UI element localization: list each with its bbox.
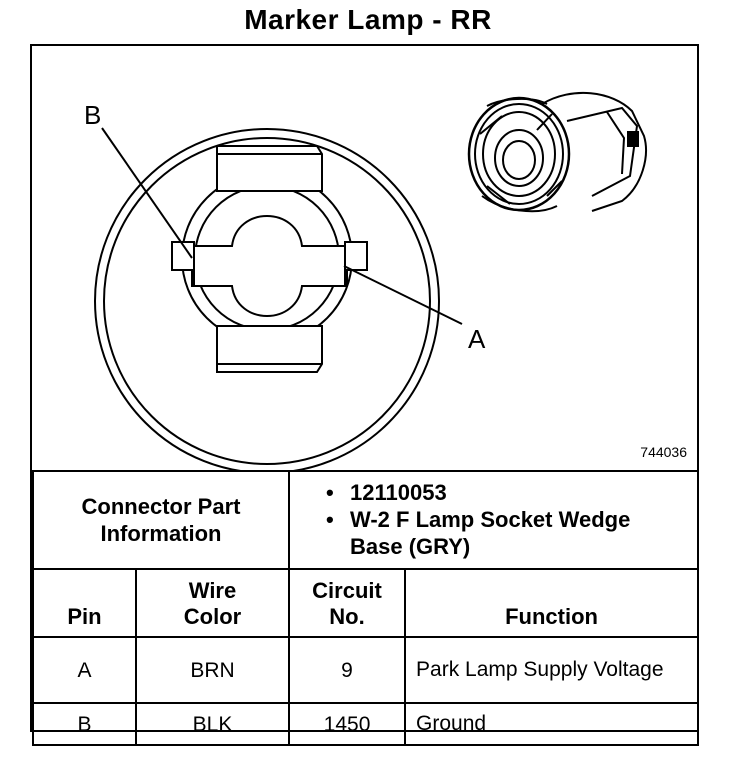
terminal-a: [344, 241, 368, 271]
connector-info-row: Connector Part Information 12110053 W-2 …: [31, 470, 700, 570]
wedge-slot: [191, 215, 348, 317]
leader-line-a: [343, 265, 463, 325]
connector-table: Connector Part Information 12110053 W-2 …: [31, 470, 700, 746]
label-a: A: [468, 324, 486, 354]
header-circuit-text: Circuit No.: [312, 578, 382, 629]
connector-card: B A 744036 Connector Part Information 12…: [30, 44, 700, 746]
row-b-function: Ground: [404, 702, 700, 746]
connector-info-values: 12110053 W-2 F Lamp Socket Wedge Base (G…: [288, 470, 700, 570]
table-row: A BRN 9 Park Lamp Supply Voltage: [32, 636, 700, 704]
leader-line-b: [101, 127, 193, 259]
header-wire-color: Wire Color: [134, 568, 291, 638]
header-function: Function: [404, 568, 700, 638]
connector-diagram: B A 744036: [32, 46, 697, 474]
table-row: B BLK 1450 Ground: [32, 702, 700, 746]
part-number: 12110053: [326, 479, 687, 506]
row-a-wire-color: BRN: [134, 636, 291, 704]
label-b: B: [84, 100, 101, 130]
row-b-circuit: 1450: [288, 702, 407, 746]
row-a-circuit: 9: [288, 636, 407, 704]
table-header-row: Pin Wire Color Circuit No. Function: [32, 568, 700, 638]
lamp-socket-illustration: [467, 91, 647, 213]
header-pin: Pin: [32, 568, 137, 638]
row-b-wire-color: BLK: [134, 702, 291, 746]
header-wire-color-text: Wire Color: [183, 578, 242, 629]
page-title: Marker Lamp - RR: [244, 4, 492, 35]
socket-description: W-2 F Lamp Socket Wedge Base (GRY): [326, 506, 687, 560]
row-a-function: Park Lamp Supply Voltage: [404, 636, 700, 704]
row-b-pin: B: [32, 702, 137, 746]
outer-ring-inner: [103, 137, 431, 465]
top-tab: [216, 145, 323, 192]
header-circuit: Circuit No.: [288, 568, 407, 638]
connector-info-label: Connector Part Information: [31, 470, 291, 570]
figure-id: 744036: [640, 444, 687, 460]
row-a-pin: A: [32, 636, 137, 704]
bottom-tab: [216, 325, 323, 373]
connector-face-drawing: B A: [84, 91, 647, 474]
